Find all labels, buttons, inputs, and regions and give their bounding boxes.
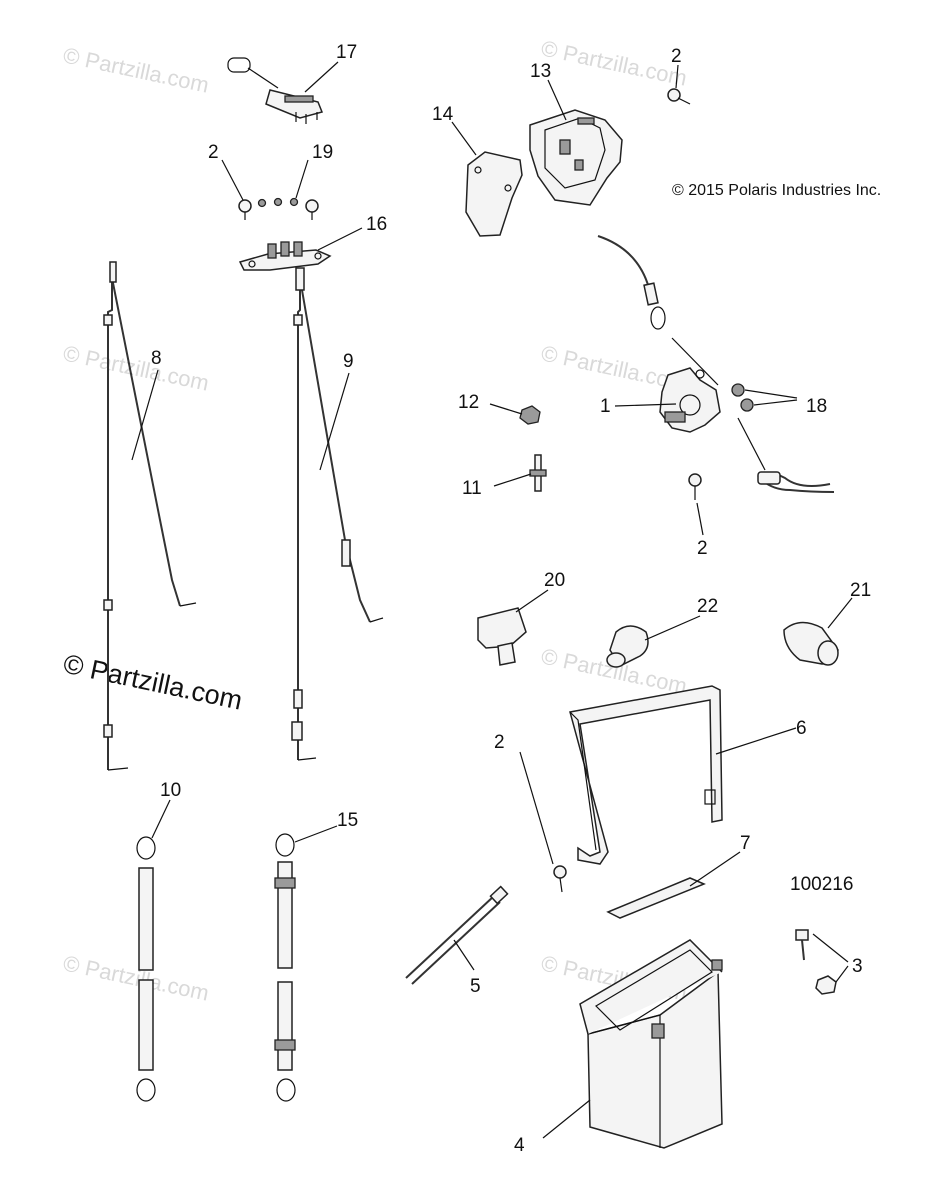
part-2-screw-d[interactable] — [688, 473, 702, 500]
connector-line-b — [737, 417, 766, 471]
callout-15: 15 — [337, 810, 358, 831]
watermark: © Partzilla.com — [539, 35, 689, 90]
leader-22 — [644, 615, 701, 641]
part-12-nut[interactable] — [519, 405, 541, 425]
part-2-screw-e[interactable] — [553, 865, 567, 893]
part-2-screw-c[interactable] — [667, 88, 691, 105]
callout-20: 20 — [544, 570, 565, 591]
part-7-battery-pad[interactable] — [606, 877, 706, 919]
callout-4: 4 — [514, 1135, 525, 1156]
watermark-large: © Partzilla.com — [61, 649, 245, 716]
part-15-battery-cable[interactable] — [274, 833, 296, 1102]
callout-6: 6 — [796, 718, 807, 739]
leader-18a — [744, 389, 798, 399]
callout-16: 16 — [366, 214, 387, 235]
callout-8: 8 — [151, 348, 162, 369]
callout-22: 22 — [697, 596, 718, 617]
callout-9: 9 — [343, 351, 354, 372]
part-13-relay-housing[interactable] — [529, 109, 623, 206]
leader-14 — [451, 121, 477, 156]
callout-7: 7 — [740, 833, 751, 854]
positive-wire[interactable] — [757, 471, 835, 493]
leader-12 — [489, 403, 523, 415]
leader-3b — [835, 965, 849, 983]
callout-17: 17 — [336, 42, 357, 63]
watermark: © Partzilla.com — [61, 340, 211, 395]
callout-5: 5 — [470, 976, 481, 997]
callout-21: 21 — [850, 580, 871, 601]
leader-11 — [493, 473, 532, 487]
part-22-terminal-boot[interactable] — [606, 625, 649, 668]
callout-10: 10 — [160, 780, 181, 801]
part-17-cover-plug[interactable] — [227, 57, 324, 124]
part-5-hold-down-rod[interactable] — [405, 885, 509, 985]
callout-2d: 2 — [697, 538, 708, 559]
connector-line-a — [671, 337, 719, 386]
callout-18: 18 — [806, 396, 827, 417]
leader-18b — [753, 399, 798, 406]
callout-13: 13 — [530, 61, 551, 82]
watermark: © Partzilla.com — [61, 42, 211, 97]
part-1-solenoid[interactable] — [659, 367, 721, 433]
callout-2b: 2 — [494, 732, 505, 753]
part-8-cable[interactable] — [103, 261, 197, 771]
callout-14: 14 — [432, 104, 454, 125]
leader-3a — [812, 933, 849, 963]
callout-2c: 2 — [671, 46, 682, 67]
leader-21 — [827, 597, 853, 629]
part-6-battery-bracket[interactable] — [569, 685, 723, 865]
leader-6 — [715, 727, 797, 755]
callout-11: 11 — [462, 478, 482, 499]
part-20-terminal-boot[interactable] — [477, 607, 527, 666]
diagram-id: 100216 — [790, 874, 853, 895]
part-3-bolt-and-nut[interactable] — [795, 929, 837, 995]
leader-2d — [696, 502, 704, 536]
watermark: © Partzilla.com — [61, 950, 211, 1005]
leader-15 — [294, 825, 338, 843]
part-9-cable[interactable] — [291, 267, 384, 761]
copyright-text: © 2015 Polaris Industries Inc. — [672, 182, 881, 199]
leader-20 — [515, 589, 549, 613]
part-18-nuts[interactable] — [731, 383, 754, 412]
leader-4 — [542, 1099, 591, 1139]
part-2-screw-b[interactable] — [305, 199, 319, 220]
leader-1 — [614, 403, 677, 407]
leader-2a — [221, 159, 244, 201]
part-4-battery[interactable] — [579, 939, 723, 1149]
callout-3: 3 — [852, 956, 863, 977]
callout-12: 12 — [458, 392, 479, 413]
leader-9 — [319, 372, 350, 471]
part-21-terminal-boot[interactable] — [783, 621, 839, 666]
leader-5 — [453, 939, 475, 971]
leader-2c — [675, 64, 679, 89]
part-16-terminal-block[interactable] — [238, 241, 332, 271]
part-14-cover-plate[interactable] — [465, 151, 523, 237]
callout-19: 19 — [312, 142, 333, 163]
leader-13 — [547, 79, 567, 121]
leader-19 — [295, 159, 309, 199]
part-11-stud[interactable] — [529, 454, 547, 492]
leader-2e — [519, 751, 554, 865]
leader-8 — [131, 369, 159, 461]
callout-1: 1 — [600, 396, 611, 417]
leader-17 — [304, 61, 339, 93]
leader-16 — [317, 227, 363, 251]
leader-10 — [151, 799, 171, 839]
ground-wire[interactable] — [597, 235, 666, 330]
callout-2a: 2 — [208, 142, 219, 163]
part-10-battery-cable[interactable] — [136, 836, 156, 1102]
part-2-screw-a[interactable] — [238, 199, 252, 220]
part-19-nuts[interactable] — [257, 197, 299, 208]
leader-7 — [689, 851, 741, 887]
